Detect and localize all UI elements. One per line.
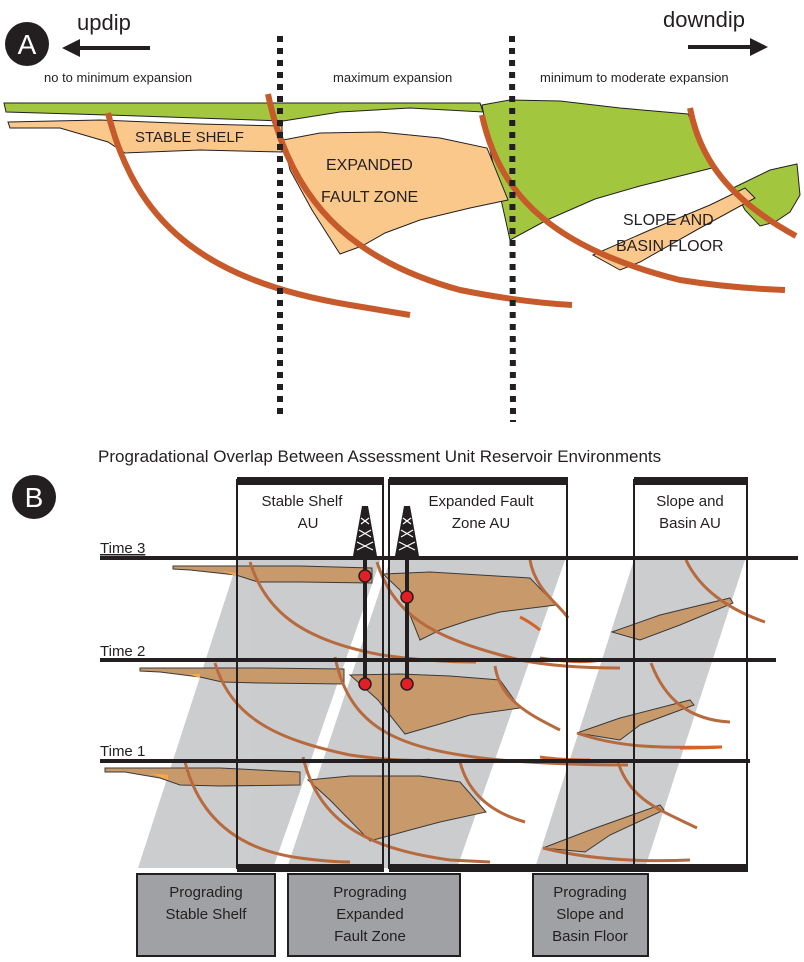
au-slope-line1: Slope and: [656, 493, 724, 510]
well-dot-t2: [358, 677, 372, 691]
panel-a-badge: [5, 22, 49, 66]
prograding-slope-line1: Prograding: [553, 884, 626, 901]
time-label-2: Time 2: [100, 643, 145, 660]
zone-boundary-2: [509, 35, 516, 423]
prograding-slope-line3: Basin Floor: [552, 928, 628, 945]
au-expanded-line1: Expanded Fault: [428, 493, 534, 510]
green-basin-wedge: [732, 163, 801, 227]
prograding-expanded-line3: Fault Zone: [334, 928, 406, 945]
derrick-icon: [353, 506, 377, 556]
label-stable-shelf: STABLE SHELF: [135, 129, 244, 146]
zone-label-updip: no to minimum expansion: [44, 70, 192, 85]
downdip-label: downdip: [663, 7, 745, 32]
right-arrow-icon: [688, 38, 768, 56]
fault-a4: [687, 107, 798, 239]
fault-a1: [105, 112, 411, 318]
time-lines: [100, 556, 798, 763]
well-1: [353, 506, 377, 691]
expanded-fault-zone-unit: [282, 131, 509, 255]
panel-b-badge: [12, 475, 56, 519]
green-downdip-wedge: [481, 99, 713, 241]
prograding-box-slope: Prograding Slope and Basin Floor: [532, 873, 649, 957]
prograding-slope-line2: Slope and: [556, 906, 624, 923]
panel-a-badge-label: A: [18, 29, 37, 60]
panel-b-badge-label: B: [25, 482, 44, 513]
prograding-box-expanded: Prograding Expanded Fault Zone: [287, 873, 461, 957]
zone-label-middle: maximum expansion: [333, 70, 452, 85]
derrick-icon: [395, 506, 419, 556]
green-shelf-layer: [3, 102, 484, 122]
label-slope-1: SLOPE AND: [623, 212, 714, 229]
updip-label: updip: [77, 10, 131, 35]
au-slope-line2: Basin AU: [659, 515, 721, 532]
au-stable-shelf-line1: Stable Shelf: [262, 493, 344, 510]
prograding-stable-line2: Stable Shelf: [166, 906, 248, 923]
au-stable-shelf-line2: AU: [298, 515, 319, 532]
well-2: [395, 506, 419, 691]
fault-a3: [479, 114, 786, 293]
prograding-stable-line1: Prograding: [169, 884, 242, 901]
time-label-1: Time 1: [100, 743, 145, 760]
panel-a-faults: [105, 93, 798, 318]
fault-a2: [265, 93, 573, 308]
stable-shelf-unit: [7, 119, 283, 154]
zone-label-downdip: minimum to moderate expansion: [540, 70, 729, 85]
panel-b-title: Progradational Overlap Between Assessmen…: [98, 447, 661, 466]
left-arrow-icon: [62, 39, 150, 57]
slope-basin-floor-unit: [591, 187, 756, 271]
au-expanded-line2: Zone AU: [452, 515, 510, 532]
panel-a: A updip downdip no to minimum expansion …: [3, 7, 801, 423]
well-dot-t2: [400, 677, 414, 691]
well-dot-t3: [400, 590, 414, 604]
label-slope-2: BASIN FLOOR: [616, 238, 724, 255]
prograding-box-stable-shelf: Prograding Stable Shelf: [136, 873, 276, 957]
label-expanded-1: EXPANDED: [326, 157, 413, 174]
prograding-expanded-line2: Expanded: [336, 906, 404, 923]
panel-b: B Progradational Overlap Between Assessm…: [12, 447, 798, 957]
time-label-3: Time 3: [100, 540, 145, 557]
prograding-expanded-line1: Prograding: [333, 884, 406, 901]
time-slice-bodies: [104, 565, 734, 853]
label-expanded-2: FAULT ZONE: [321, 189, 418, 206]
well-dot-t3: [358, 569, 372, 583]
